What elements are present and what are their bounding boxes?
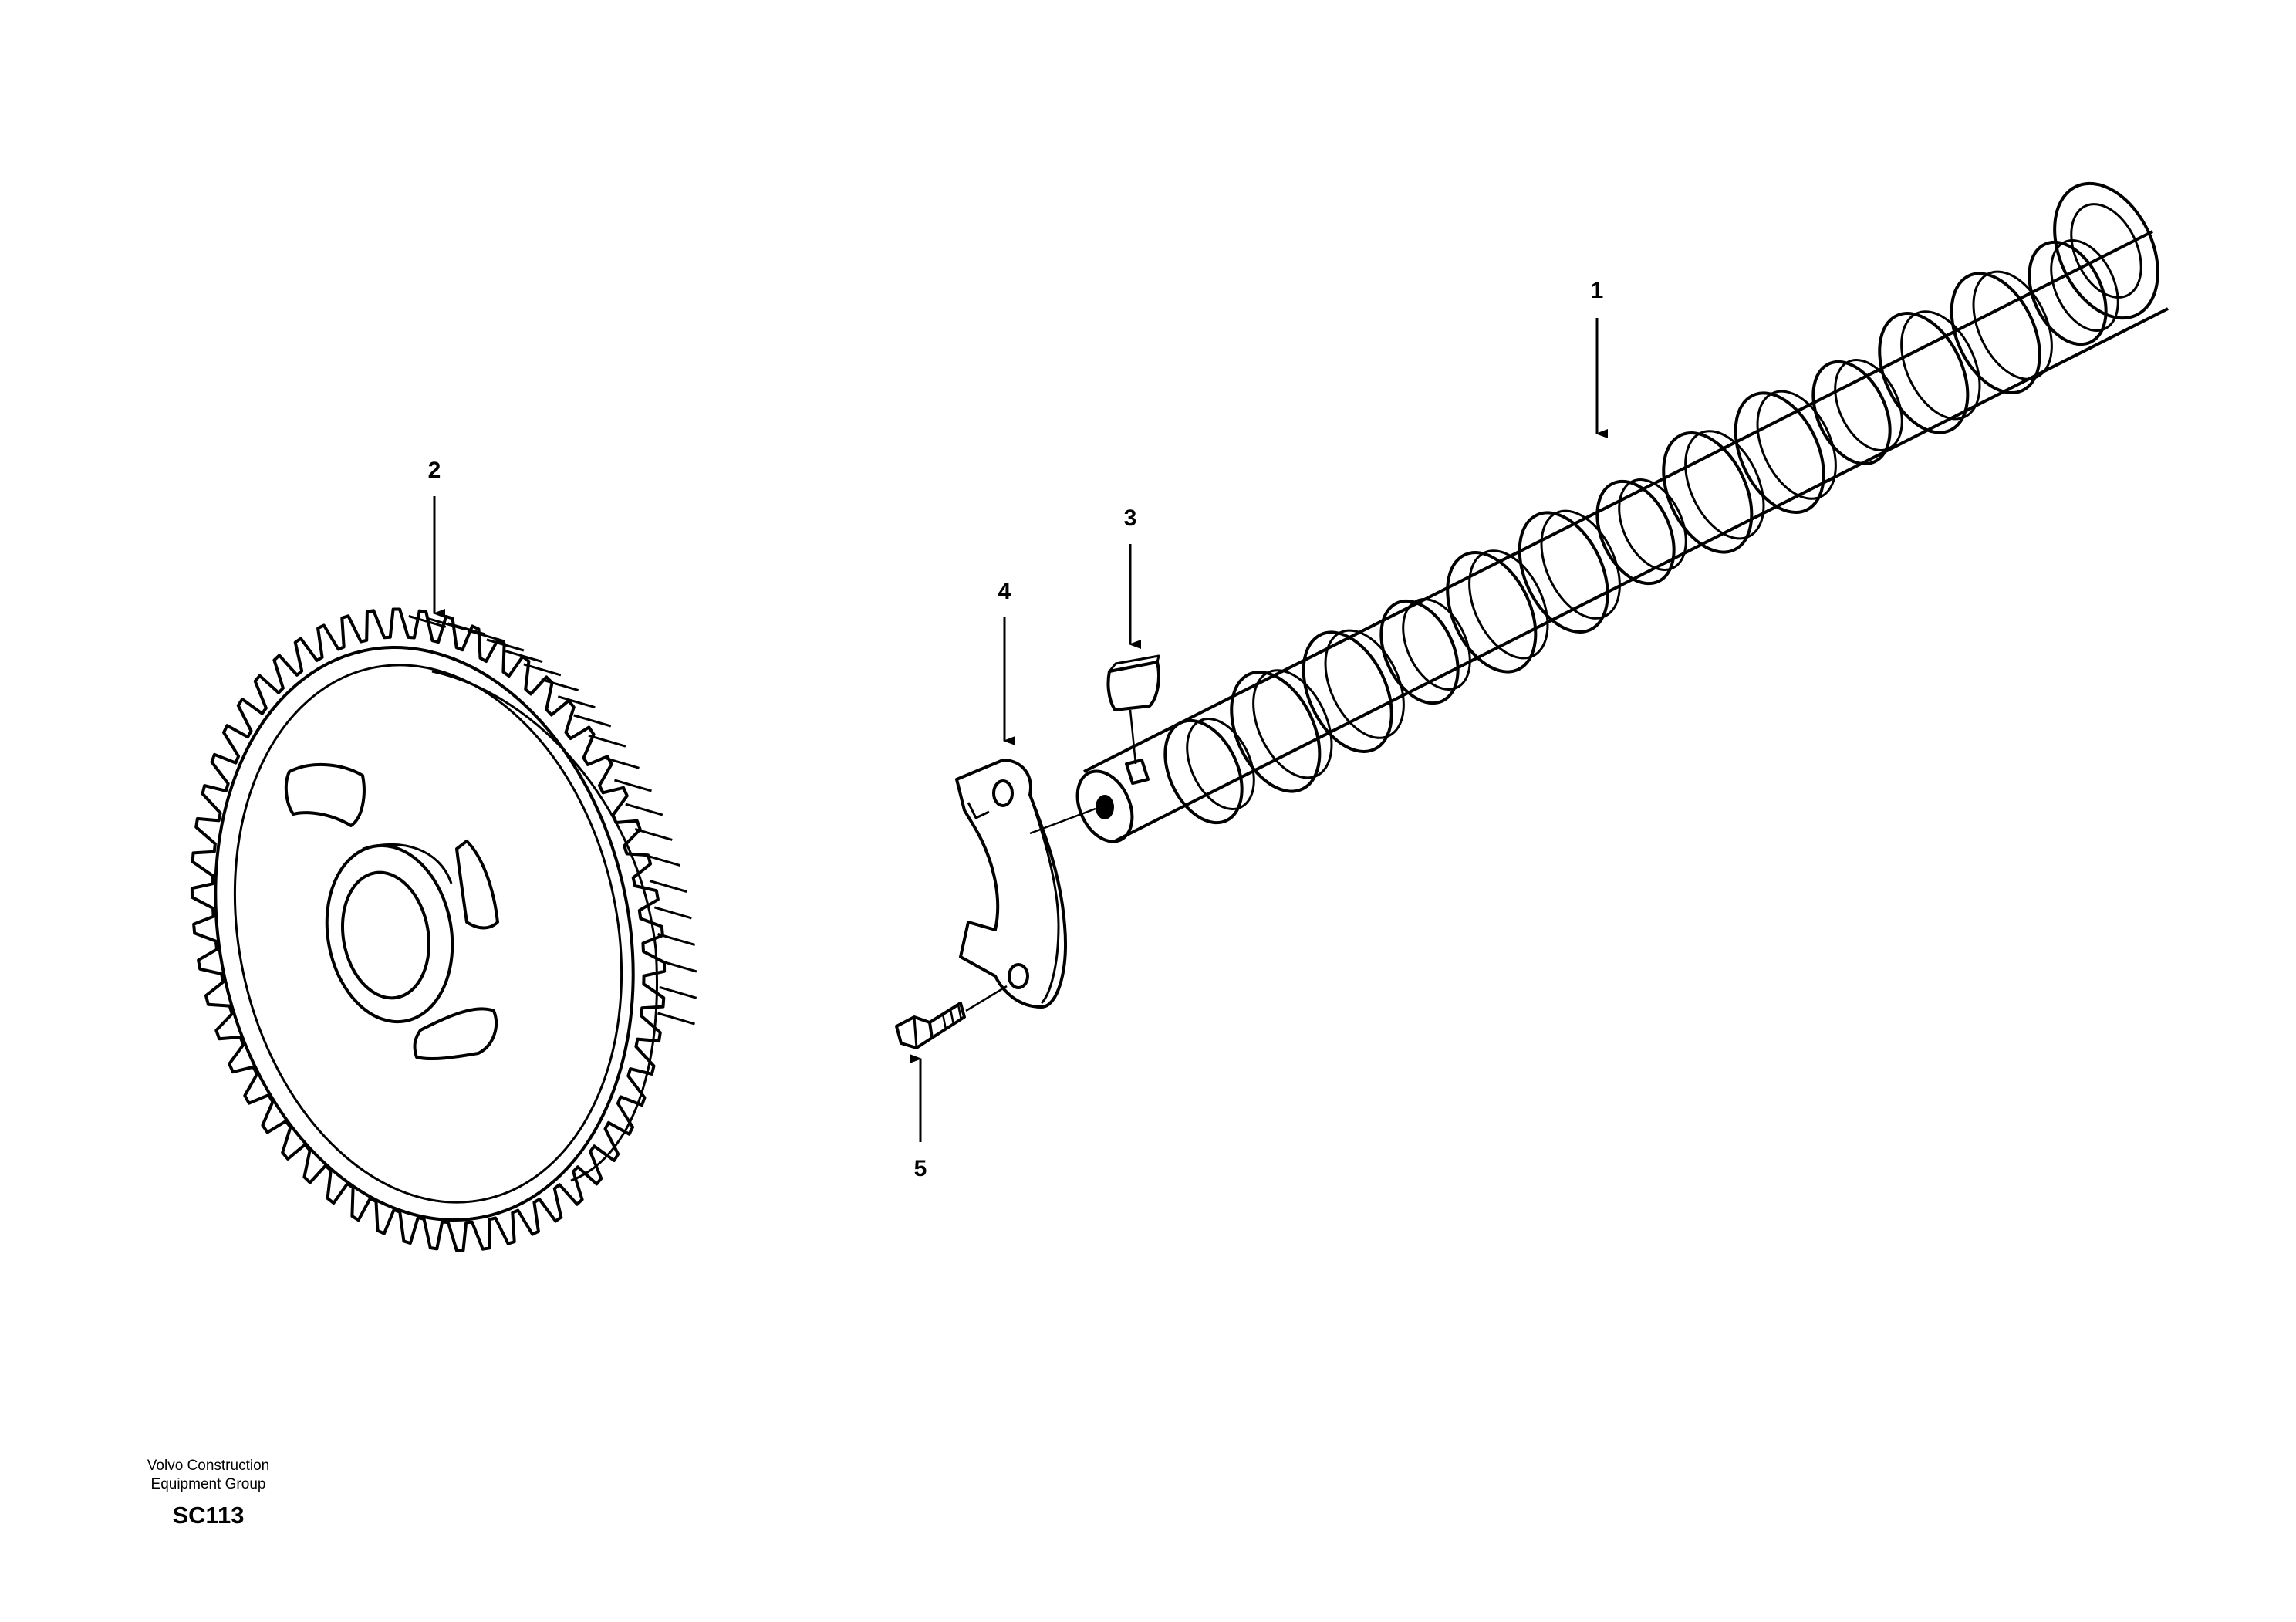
camshaft-journal <box>1379 599 1460 705</box>
gear-helix-line <box>505 650 543 664</box>
footer-company-line2: Equipment Group <box>150 1476 266 1492</box>
camshaft-lobe-edge <box>2050 239 2119 332</box>
gear-helix-line <box>467 629 505 643</box>
gear-helix-line <box>614 779 652 792</box>
camshaft-lobe-edge <box>1540 509 1621 620</box>
gear-teeth <box>190 607 697 1252</box>
camshaft-lobe-edge <box>1972 270 2053 380</box>
callout-2: 2 <box>427 458 441 483</box>
thrust-plate <box>955 759 1096 1009</box>
camshaft-journal <box>1595 479 1676 586</box>
callout-1: 1 <box>1590 278 1604 303</box>
camshaft-lobe <box>1950 272 2041 394</box>
gear-helix-line <box>659 985 697 999</box>
camshaft-lobe <box>1878 312 1970 434</box>
gear-helix-line <box>588 734 626 748</box>
gear-helix-line <box>447 622 486 636</box>
camshaft-lobe-edge <box>1468 549 1549 660</box>
callout-3: 3 <box>1123 505 1137 531</box>
camshaft-lobe-edge <box>1900 310 1981 421</box>
camshaft-lobe-edge <box>1402 598 1471 691</box>
gear-helix-line <box>643 853 681 867</box>
leader-lines <box>433 318 1608 1142</box>
camshaft-journal <box>1163 718 1244 825</box>
gear-helix-line <box>657 1012 695 1026</box>
camshaft-lobe-edge <box>1252 669 1333 779</box>
camshaft-gear <box>190 607 697 1252</box>
gear-helix-line <box>408 614 447 628</box>
gear-helix-line <box>649 880 687 893</box>
camshaft-lobe-edge <box>1618 478 1687 571</box>
footer-company-line1: Volvo Construction <box>147 1458 270 1474</box>
camshaft-lobe-edge <box>1834 359 1903 451</box>
gear-helix-line <box>659 959 697 973</box>
gear-helix-line <box>573 714 612 728</box>
callout-4: 4 <box>998 579 1011 604</box>
footer-figure-code: SC113 <box>172 1502 245 1529</box>
gear-helix-line <box>541 678 579 692</box>
camshaft-lobe <box>1734 391 1825 514</box>
gear-tooth-profile <box>190 607 667 1252</box>
camshaft-lobe <box>1446 551 1538 674</box>
gear-helix-line <box>625 803 663 816</box>
camshaft-lobe <box>1230 671 1322 793</box>
gear-helix-line <box>557 695 596 709</box>
gear-helix-line <box>634 827 673 841</box>
camshaft-journal <box>2028 240 2108 346</box>
camshaft-lobe <box>1518 511 1609 634</box>
gear-helix-line <box>653 906 692 920</box>
camshaft-lobe-edge <box>1186 718 1255 810</box>
camshaft-lobe-edge <box>1756 390 1837 500</box>
gear-helix-line <box>657 933 696 946</box>
gear-helix-line <box>602 755 640 769</box>
camshaft-lobe <box>1662 431 1754 554</box>
camshaft-lobe-edge <box>1324 629 1405 739</box>
cam-lobes <box>1163 239 2119 825</box>
bolt <box>895 985 1008 1049</box>
woodruff-key <box>1106 654 1160 765</box>
gear-helix-line <box>486 638 525 652</box>
callout-5: 5 <box>913 1156 927 1181</box>
camshaft-journal <box>1811 360 1892 466</box>
camshaft <box>1075 181 2169 843</box>
gear-helix-line <box>523 663 562 677</box>
camshaft-lobe <box>1302 630 1393 753</box>
camshaft-lobe-edge <box>1684 430 1765 540</box>
